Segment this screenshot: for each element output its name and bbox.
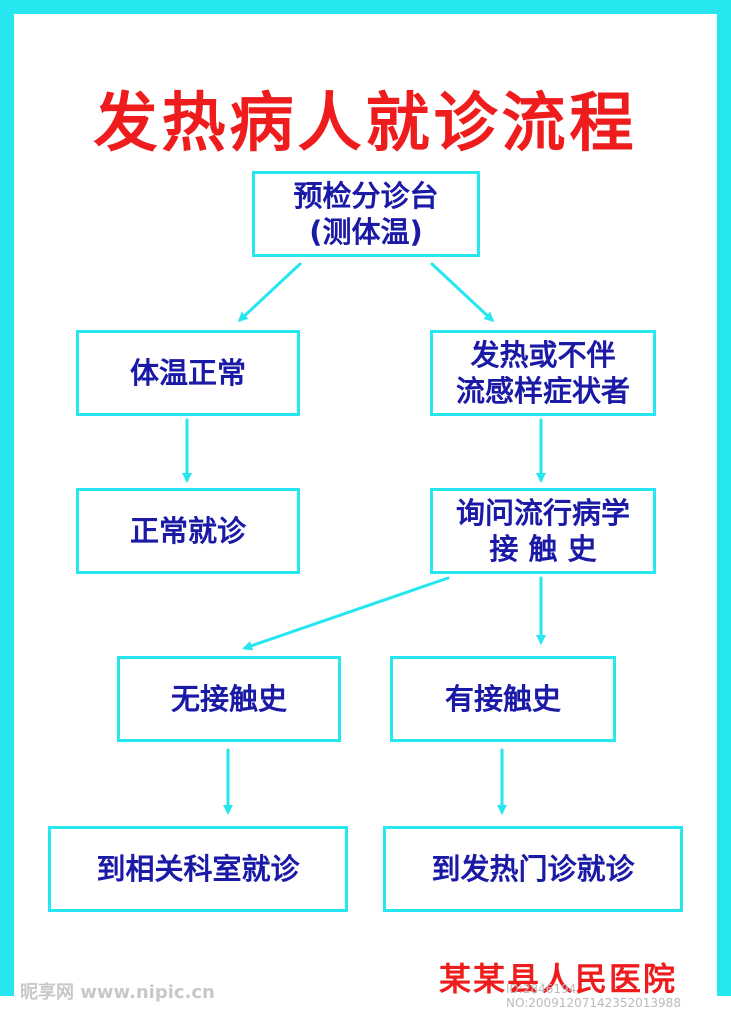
normal-temp-node: 体温正常 [76,330,300,416]
page-title: 发热病人就诊流程 [93,87,638,161]
arrow-triage-to-normal [237,262,302,323]
inquire-history-node: 询问流行病学 接 触 史 [430,488,656,574]
watermark-right: ID:2846194 NO:20091207142352013988 [506,982,681,1010]
normal-temp-label: 体温正常 [129,355,246,390]
fever-node: 发热或不伴 流感样症状者 [430,330,656,416]
arrow-inquire-to-no-contact [242,576,450,651]
arrow-triage-to-fever [430,262,495,323]
watermark-left: 昵享网 www.nipic.cn [20,982,215,1003]
inquire-line2: 接 触 史 [489,532,597,566]
has-contact-node: 有接触史 [390,656,616,742]
normal-visit-label: 正常就诊 [129,513,246,548]
dept-visit-node: 到相关科室就诊 [48,826,348,912]
triage-line1: 预检分诊台 [293,178,439,213]
fever-clinic-node: 到发热门诊就诊 [383,826,683,912]
triage-line2: (测体温) [309,215,423,249]
fever-line1: 发热或不伴 [470,337,616,372]
has-contact-label: 有接触史 [444,681,561,716]
hospital-name: 某某县人民医院 [438,960,677,998]
fever-line2: 流感样症状者 [455,374,630,408]
fever-clinic-label: 到发热门诊就诊 [431,851,635,886]
normal-visit-node: 正常就诊 [76,488,300,574]
no-contact-label: 无接触史 [170,681,287,716]
triage-desk-node: 预检分诊台 (测体温) [252,171,480,257]
no-contact-node: 无接触史 [117,656,341,742]
inquire-line1: 询问流行病学 [455,495,630,530]
dept-visit-label: 到相关科室就诊 [96,851,300,886]
